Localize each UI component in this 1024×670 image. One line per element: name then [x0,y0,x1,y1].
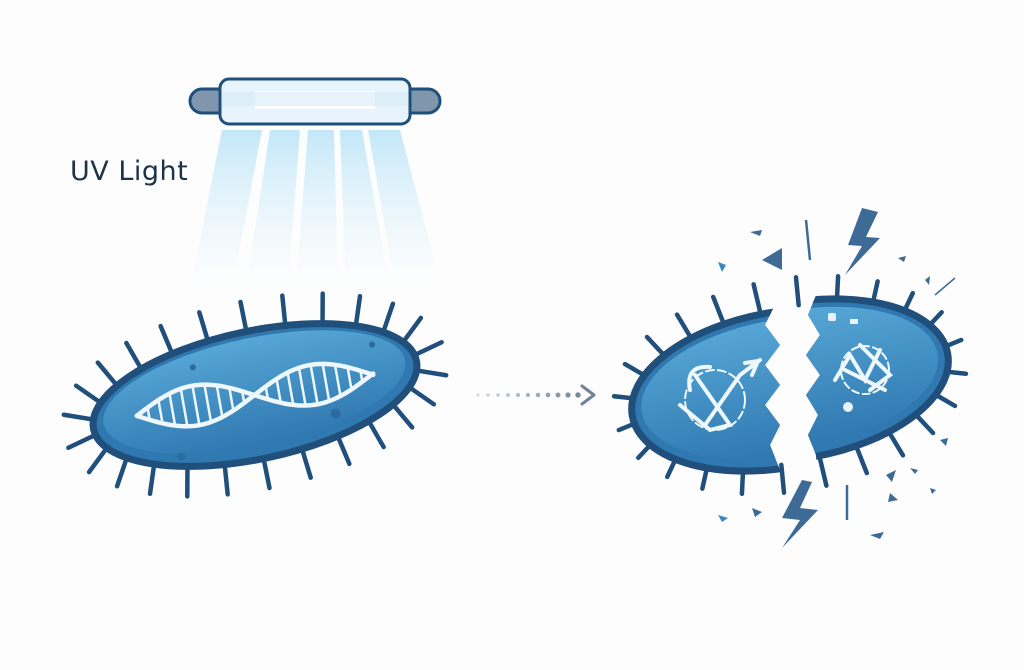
dna-rung [240,390,246,405]
pilus [114,455,130,489]
pilus [390,402,415,430]
uv-lamp-icon [188,77,442,126]
pilus [353,293,363,329]
dna-rung [309,363,319,406]
pilus [299,446,313,480]
pilus [124,340,144,372]
pilus [674,312,694,341]
arrow-dot [545,392,551,398]
debris-icon [718,219,956,539]
pilus [158,323,175,357]
pilus [335,433,352,467]
arrow-dot [555,392,561,398]
pilus [366,418,386,450]
arrow-dot [476,393,480,397]
dna-rung [228,386,235,412]
pilus [261,456,272,491]
dna-helix-icon [134,361,376,429]
pilus [147,461,157,497]
arrow-dot [565,392,571,398]
pilus [73,383,103,406]
pilus [95,360,120,388]
dotted-arrow-icon [476,384,596,406]
pilus [222,462,230,497]
pilus [751,282,763,314]
dna-rung [215,384,224,419]
dna-rung [346,365,353,391]
pilus [710,294,726,326]
dna-rung [275,377,282,404]
pilus [886,429,906,458]
arrow-dot [486,393,490,397]
dna-rung [191,384,201,427]
pilus [854,444,870,476]
dna-rung [297,366,307,407]
pilus [793,275,801,308]
dna-rung [359,369,364,383]
pilus [414,368,449,378]
arrow-dot [496,393,500,397]
uv-light-label: UV Light [70,156,189,187]
pilus [400,315,424,345]
pilus [779,462,787,495]
arrow-dot [516,393,520,397]
dna-rung [203,383,213,424]
pilus [61,412,96,422]
arrow-dot [535,392,541,398]
pilus [66,432,98,450]
dna-rung [179,387,189,428]
dna-rung [146,406,151,422]
pilus [380,301,396,335]
pilus [86,445,110,475]
pilus [407,384,437,407]
lightning-icon [782,208,880,548]
dna-rung [264,385,270,401]
broken-bacterium-icon [611,273,969,497]
dna-rung [321,362,331,403]
arrow-dot [506,393,510,397]
light-beam-icon [190,130,442,290]
dna-rung [157,398,164,425]
pilus [412,340,444,358]
pilus [817,456,829,488]
arrow-dot [525,392,531,398]
dna-rung [333,363,342,398]
arrow-dot [575,392,581,398]
pilus [197,310,211,344]
dna-rung [168,392,177,427]
dna-rung [286,371,295,407]
pilus [280,293,288,328]
pilus [238,299,249,334]
bacterium-icon [61,291,449,499]
